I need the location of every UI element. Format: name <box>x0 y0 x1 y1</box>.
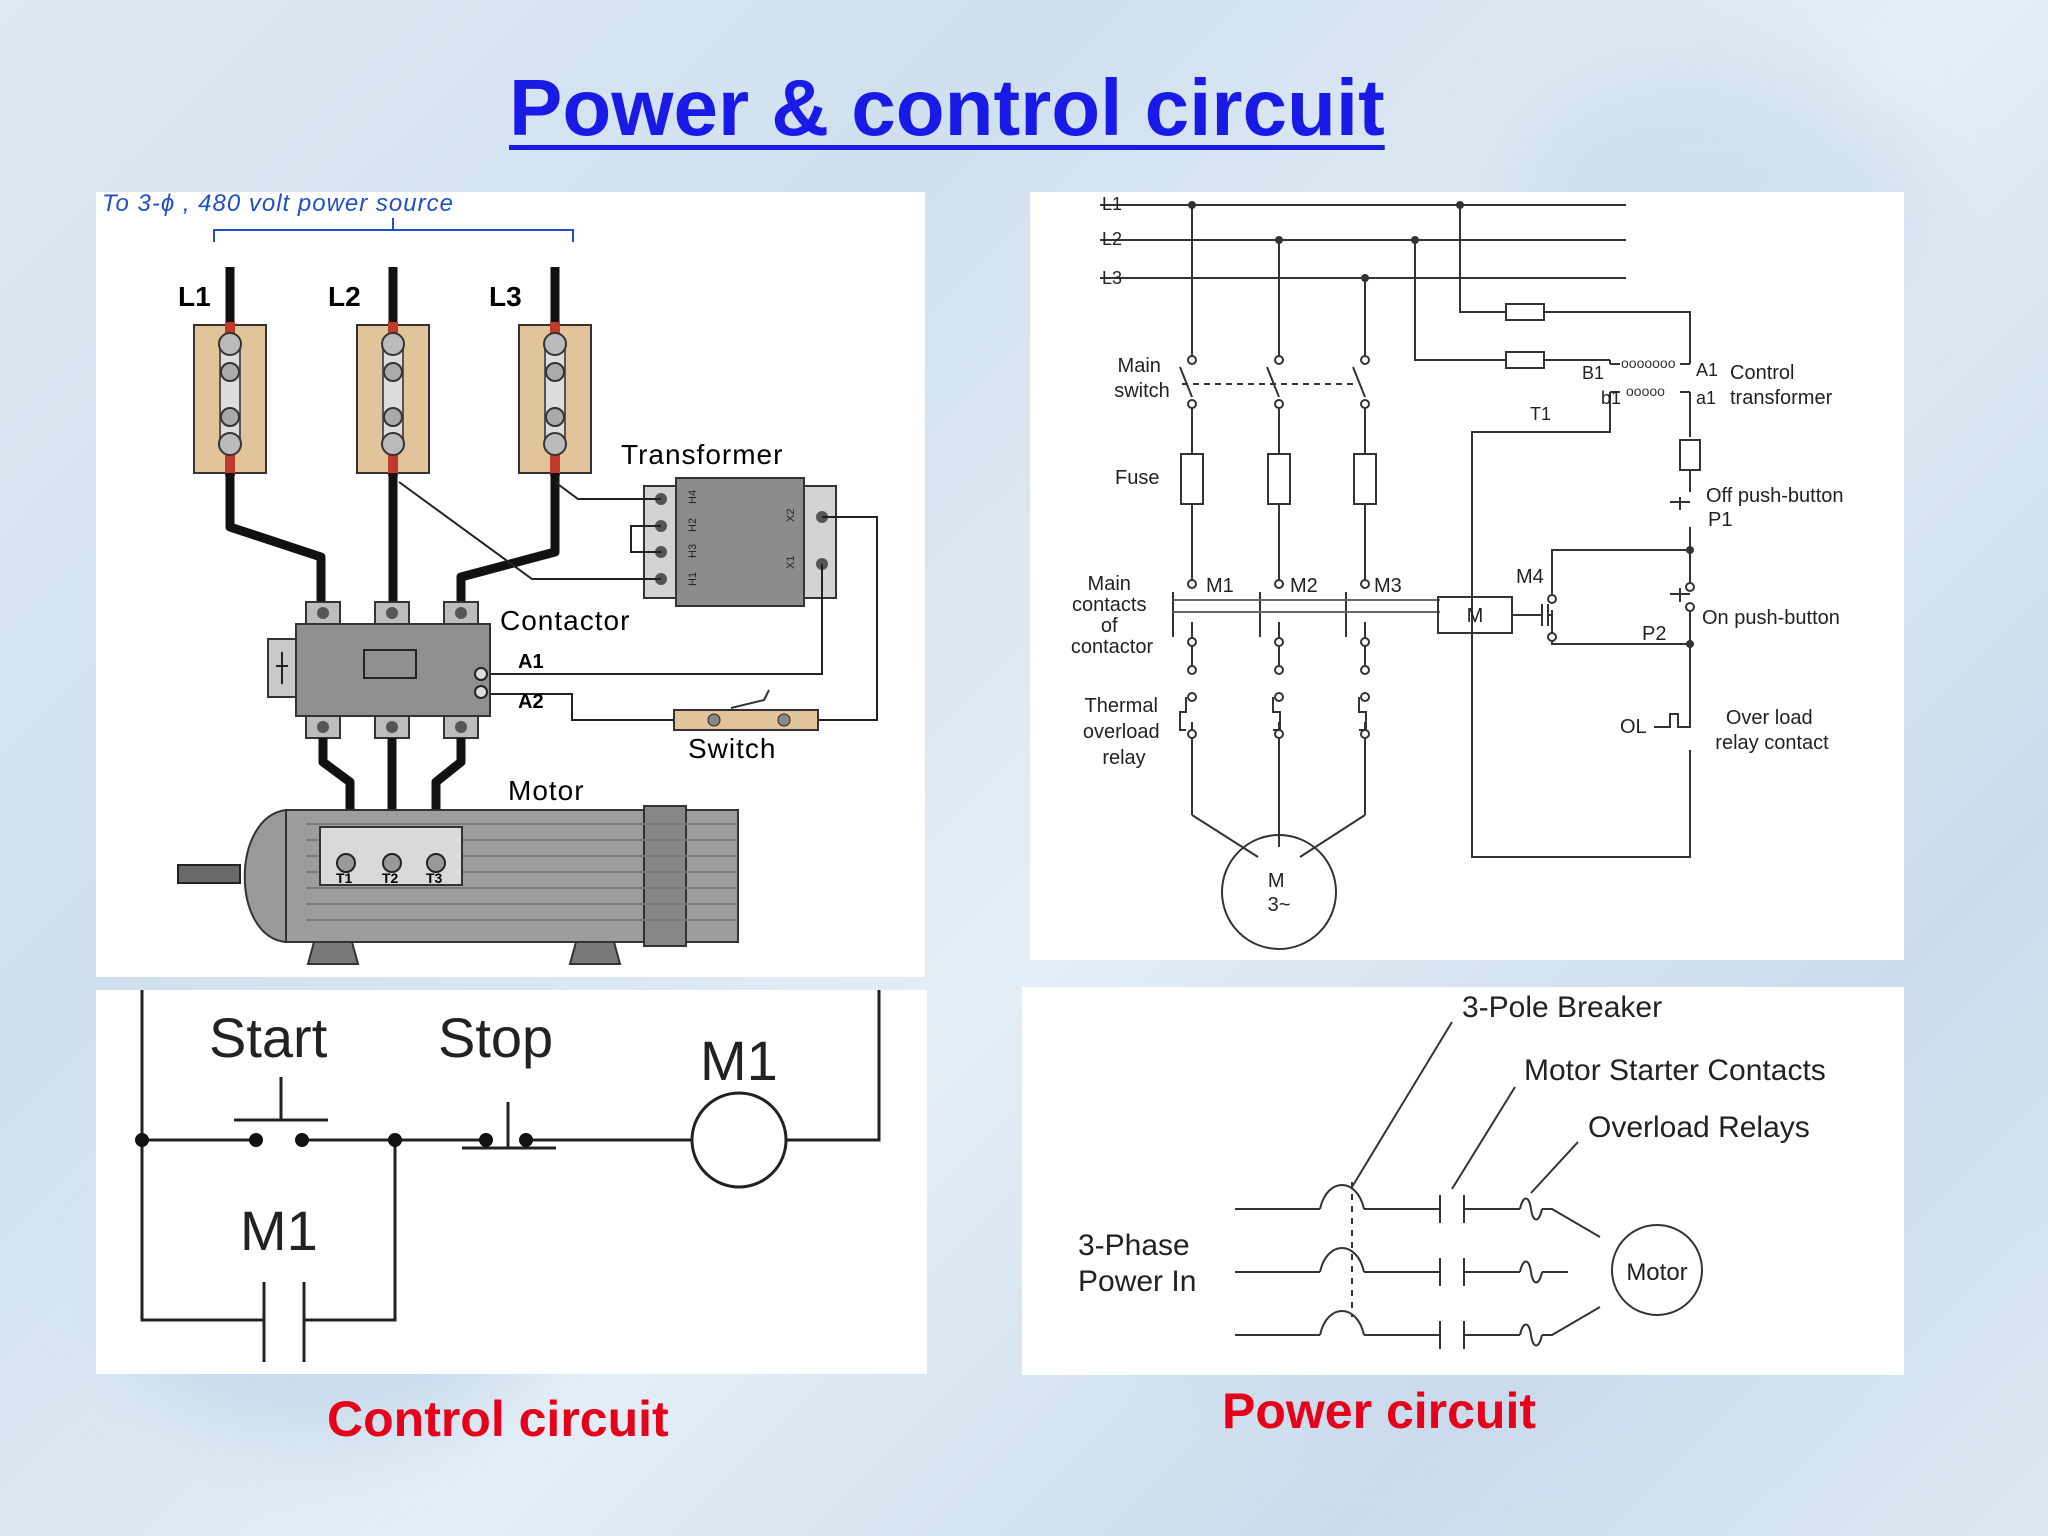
seal-contact <box>262 1282 306 1362</box>
main-contacts-label: Main contacts of contactor <box>1071 573 1154 658</box>
control-wire-x2 <box>818 516 878 721</box>
transformer-jumper <box>630 525 661 553</box>
b1-label: B1 <box>1582 363 1604 383</box>
transformer-terminal-h2: H2 <box>687 518 699 532</box>
seal-branch <box>304 1140 397 1322</box>
stop-button-bar <box>462 1102 556 1150</box>
breaker-arc-1 <box>1319 1184 1365 1210</box>
line-label-l3: L3 <box>489 281 522 312</box>
switch-label: Switch <box>688 733 776 764</box>
m2-label: M2 <box>1290 575 1318 597</box>
wiring-diagram-panel: To 3-ϕ , 480 volt power source L1 L2 L3 <box>96 192 925 977</box>
overload-leader <box>1530 1141 1579 1194</box>
power-in-label: 3-Phase Power In <box>1078 1229 1198 1298</box>
motor-terminal-t2: T2 <box>382 870 399 886</box>
svg-text:ooooooo: ooooooo <box>1621 355 1676 371</box>
p2-label: P2 <box>1642 623 1666 645</box>
oneline-panel: 3-Pole Breaker Motor Starter Contacts Ov… <box>1022 987 1904 1375</box>
main-switch-label: Main switch <box>1114 355 1170 402</box>
starter-contacts <box>1439 1195 1465 1349</box>
starter-leader <box>1451 1086 1516 1190</box>
transformer-terminal-x1: X1 <box>785 556 797 569</box>
breaker-leader <box>1351 1021 1453 1188</box>
control-wire-x1 <box>490 564 823 675</box>
control-circuit-caption: Control circuit <box>327 1391 669 1447</box>
motor-symbol <box>1221 834 1337 950</box>
line-label-l1: L1 <box>178 281 211 312</box>
overload-3 <box>1519 1323 1543 1347</box>
motor-drawing <box>177 805 739 965</box>
start-label: Start <box>209 1006 328 1069</box>
phase-wire-1 <box>1235 1208 1601 1238</box>
starter-label: Motor Starter Contacts <box>1524 1054 1826 1087</box>
fuse-block-3 <box>518 322 592 476</box>
ladder-panel: Start Stop M1 M1 <box>96 990 927 1374</box>
bus-label-l3: L3 <box>1102 268 1122 288</box>
breaker-label: 3-Pole Breaker <box>1462 991 1662 1024</box>
motor-terminal-t1: T1 <box>336 870 353 886</box>
power-circuit-caption: Power circuit <box>1222 1383 1536 1439</box>
breaker-arc-3 <box>1319 1310 1365 1336</box>
control-wire-a2 <box>490 693 674 721</box>
fuse-label: Fuse <box>1115 467 1159 489</box>
transformer: H4 H2 H3 H1 X2 X1 <box>630 477 837 607</box>
line-labels: L1 L2 L3 <box>178 281 522 312</box>
thermal-label: Thermal overload relay <box>1083 695 1165 769</box>
seal-label: M1 <box>240 1199 318 1262</box>
bus-label-l1: L1 <box>1102 194 1122 214</box>
svg-text:ooooo: ooooo <box>1626 383 1665 399</box>
contactor <box>267 601 491 739</box>
coil-label: M <box>1467 605 1484 627</box>
motor-label: Motor <box>508 775 585 806</box>
motor-text: Motor <box>1626 1259 1687 1286</box>
on-button-label: On push-button <box>1702 607 1840 629</box>
phase-wire-3 <box>1235 1306 1601 1336</box>
coil-terminal-a1: A1 <box>518 651 544 673</box>
fuse-block-1 <box>193 322 267 476</box>
source-bracket <box>213 218 574 242</box>
m1-label: M1 <box>1206 575 1234 597</box>
left-rail <box>140 990 264 1322</box>
motor-circle <box>1611 1224 1703 1316</box>
overload-2 <box>1519 1260 1543 1284</box>
t1-label: T1 <box>1530 404 1551 424</box>
overload-contact-label: Over load relay contact <box>1715 707 1829 754</box>
transformer-terminal-x2: X2 <box>785 509 797 522</box>
right-rail <box>786 990 881 1142</box>
fuse-block-2 <box>356 322 430 476</box>
overload-1 <box>1519 1197 1543 1221</box>
motor-terminal-t3: T3 <box>426 870 443 886</box>
transformer-terminal-h4: H4 <box>687 490 699 504</box>
contactor-label: Contactor <box>500 605 630 636</box>
m3-label: M3 <box>1374 575 1402 597</box>
transformer-terminal-h1: H1 <box>687 572 699 586</box>
conductor-l1-load <box>225 473 326 612</box>
transformer-feed-l3 <box>554 481 661 500</box>
breaker-arc-2 <box>1319 1247 1365 1273</box>
page-title: Power & control circuit <box>509 63 1385 152</box>
b1-small-label: b1 <box>1601 388 1621 408</box>
a1-small-label: a1 <box>1696 388 1716 408</box>
start-button-bar <box>234 1077 328 1122</box>
control-transformer-label: Control transformer <box>1730 362 1833 409</box>
bus-label-l2: L2 <box>1102 229 1122 249</box>
off-button-label: Off push-button P1 <box>1706 485 1849 531</box>
overload-label: Overload Relays <box>1588 1111 1810 1144</box>
a1-label: A1 <box>1696 360 1718 380</box>
transformer-label: Transformer <box>621 439 783 470</box>
line-label-l2: L2 <box>328 281 361 312</box>
coil-terminal-a2: A2 <box>518 691 544 713</box>
conductor-l3-load <box>456 473 560 612</box>
ol-label: OL <box>1620 716 1647 738</box>
motor-symbol-label: M 3~ <box>1268 870 1291 916</box>
transformer-feed-l2 <box>398 481 661 580</box>
transformer-terminal-h3: H3 <box>687 544 699 558</box>
m4-label: M4 <box>1516 566 1544 588</box>
stop-label: Stop <box>438 1006 553 1069</box>
coil-m1 <box>690 1091 788 1189</box>
selector-switch <box>673 689 819 731</box>
coil-label: M1 <box>700 1029 778 1092</box>
source-label: To 3-ϕ , 480 volt power source <box>102 192 454 217</box>
